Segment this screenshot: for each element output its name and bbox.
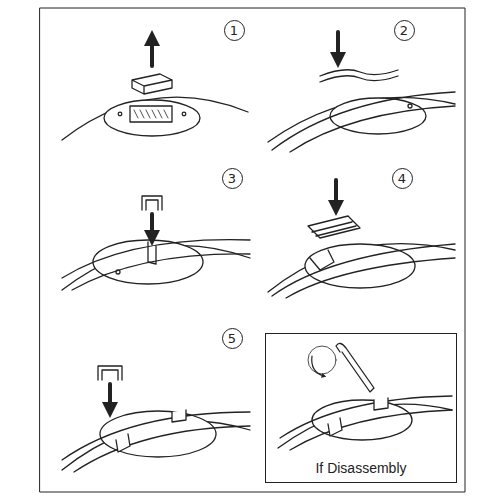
step-5-illustration <box>62 366 250 472</box>
step-3-illustration <box>62 196 250 290</box>
disassembly-panel: If Disassembly <box>265 333 457 483</box>
step-1-illustration <box>62 38 248 140</box>
callout-number: 5 <box>228 332 236 345</box>
callout-number: 1 <box>230 24 238 37</box>
outer-frame <box>40 8 465 492</box>
callout-number: 3 <box>228 172 236 185</box>
step-number-circle: 1 <box>224 20 245 41</box>
step-number-circle: 4 <box>392 168 413 189</box>
step-4-illustration <box>268 180 455 298</box>
step-number-circle: 2 <box>394 20 415 41</box>
step-number-circle: 3 <box>222 168 243 189</box>
callout-number: 4 <box>398 172 406 185</box>
step-number-circle: 5 <box>222 328 243 349</box>
disassembly-illustration <box>278 343 452 450</box>
callout-number: 2 <box>400 24 408 37</box>
panel-caption: If Disassembly <box>313 460 408 476</box>
step-2-illustration <box>268 32 455 152</box>
